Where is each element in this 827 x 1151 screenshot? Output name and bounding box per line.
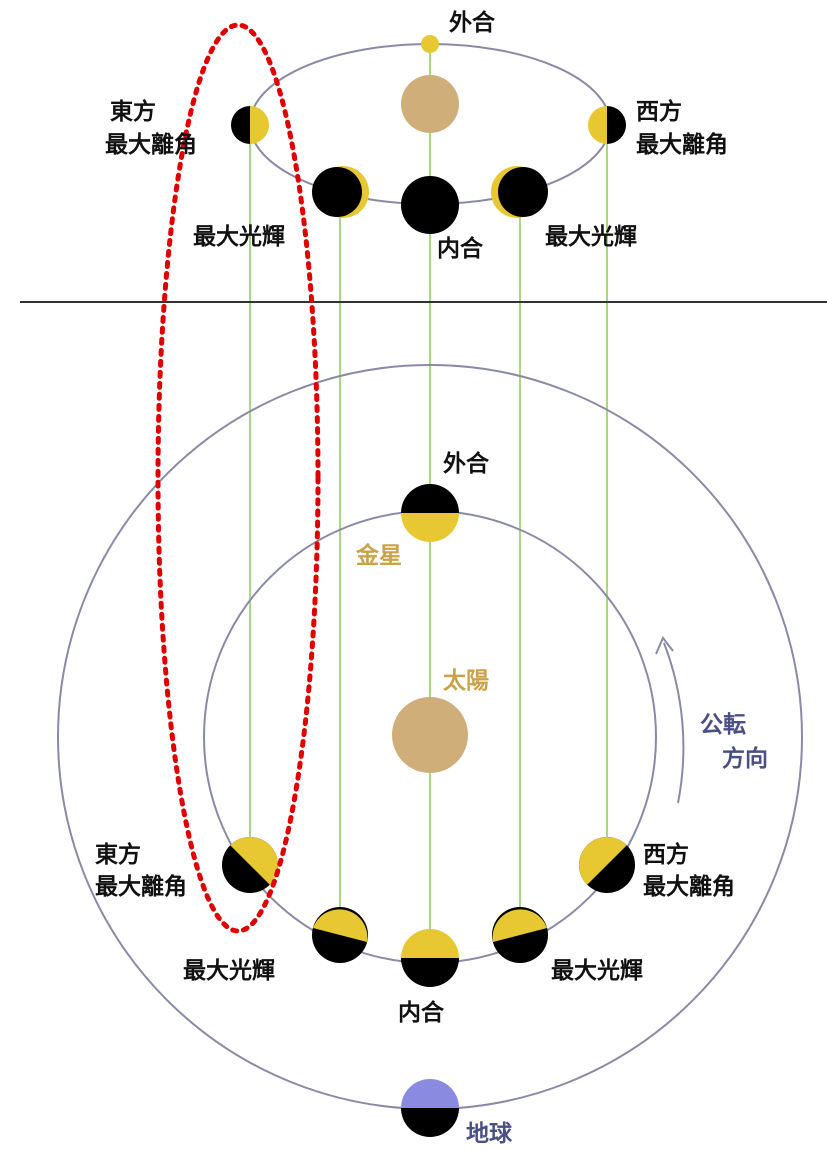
revolution-arrow-icon xyxy=(655,636,685,804)
bottom-venus-inferior xyxy=(401,929,459,987)
top-label-inferior-conjunction: 内合 xyxy=(437,235,484,262)
bottom-venus-brilliancy-right xyxy=(492,907,548,963)
top-label-brilliancy-right: 最大光輝 xyxy=(545,224,637,250)
bottom-venus-west-elongation xyxy=(579,837,635,893)
bottom-venus-superior xyxy=(401,484,459,542)
top-venus-superior xyxy=(421,35,439,53)
bottom-label-brilliancy-left: 最大光輝 xyxy=(183,958,275,984)
bottom-label-superior-conjunction: 外合 xyxy=(443,450,490,477)
bottom-label-sun: 太陽 xyxy=(443,668,489,694)
east-elongation-highlight xyxy=(155,22,321,934)
earth xyxy=(401,1079,459,1137)
bottom-label-inferior-conjunction: 内合 xyxy=(398,999,445,1026)
top-venus-brilliancy-right xyxy=(491,166,548,218)
bottom-sun xyxy=(392,697,468,773)
top-label-west-line2: 最大離角 xyxy=(636,131,728,158)
top-label-east-line1: 東方 xyxy=(110,98,156,125)
top-label-superior-conjunction: 外合 xyxy=(449,9,496,36)
bottom-label-earth: 地球 xyxy=(466,1121,513,1147)
bottom-label-west-line2: 最大離角 xyxy=(643,873,735,900)
top-venus-east-elongation xyxy=(231,106,269,144)
bottom-label-revolution-line2: 方向 xyxy=(722,745,768,772)
bottom-label-west-line1: 西方 xyxy=(643,841,689,868)
top-venus-inferior xyxy=(401,176,459,234)
bottom-label-brilliancy-right: 最大光輝 xyxy=(551,958,643,984)
top-venus-west-elongation xyxy=(588,106,626,144)
bottom-label-east-line1: 東方 xyxy=(95,841,141,868)
top-label-east-line2: 最大離角 xyxy=(105,131,197,158)
bottom-label-revolution-line1: 公転 xyxy=(700,712,746,738)
top-label-west-line1: 西方 xyxy=(636,98,682,125)
bottom-venus-brilliancy-left xyxy=(312,907,368,963)
bottom-label-venus: 金星 xyxy=(355,542,402,569)
top-label-brilliancy-left: 最大光輝 xyxy=(193,224,285,250)
top-venus-brilliancy-left xyxy=(312,166,369,218)
bottom-venus-east-elongation xyxy=(222,836,279,893)
bottom-label-east-line2: 最大離角 xyxy=(95,873,187,900)
top-sun xyxy=(401,75,459,133)
